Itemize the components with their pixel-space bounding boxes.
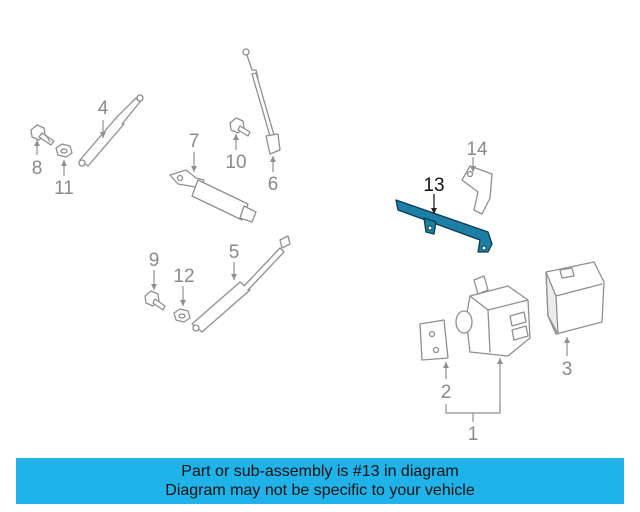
banner-line-1: Part or sub-assembly is #13 in diagram bbox=[181, 463, 459, 480]
callout-9: 9 bbox=[149, 250, 160, 271]
callout-4: 4 bbox=[98, 98, 109, 119]
info-banner: Part or sub-assembly is #13 in diagram D… bbox=[16, 458, 624, 504]
callout-3: 3 bbox=[562, 359, 573, 380]
part-2-bracket-plate[interactable] bbox=[419, 319, 449, 361]
part-13-mounting-bar[interactable] bbox=[395, 199, 493, 253]
callout-14: 14 bbox=[466, 139, 488, 160]
part-5-strut[interactable] bbox=[191, 235, 291, 333]
callout-10: 10 bbox=[225, 152, 246, 173]
part-6-support-rod[interactable] bbox=[242, 48, 281, 155]
callout-1: 1 bbox=[468, 424, 479, 445]
part-14-bracket[interactable] bbox=[461, 165, 493, 215]
parts-diagram: 8 11 4 7 10 6 9 bbox=[30, 48, 605, 445]
banner-line-2: Diagram may not be specific to your vehi… bbox=[165, 482, 475, 499]
leader-13-arrowhead bbox=[431, 208, 437, 214]
part-10-bolt[interactable] bbox=[229, 117, 251, 137]
part-11-nut[interactable] bbox=[55, 143, 73, 158]
part-9-bolt[interactable] bbox=[144, 290, 166, 311]
part-7-strut-bracket[interactable] bbox=[169, 169, 257, 223]
callout-13: 13 bbox=[423, 175, 444, 196]
callout-6: 6 bbox=[268, 174, 279, 195]
callout-5: 5 bbox=[229, 242, 240, 263]
leader-arrowheads bbox=[34, 132, 570, 368]
leader-1-bracket bbox=[445, 404, 501, 422]
part-3-control-module[interactable] bbox=[545, 261, 605, 335]
callout-11: 11 bbox=[54, 178, 74, 199]
part-12-nut[interactable] bbox=[173, 308, 191, 323]
callout-12: 12 bbox=[173, 266, 194, 287]
part-4-strut[interactable] bbox=[78, 94, 144, 167]
part-1-modulator-assembly[interactable] bbox=[455, 275, 531, 357]
callout-8: 8 bbox=[32, 158, 43, 179]
callout-7: 7 bbox=[189, 131, 200, 152]
callout-2: 2 bbox=[441, 382, 452, 403]
part-8-bolt[interactable] bbox=[30, 124, 55, 146]
